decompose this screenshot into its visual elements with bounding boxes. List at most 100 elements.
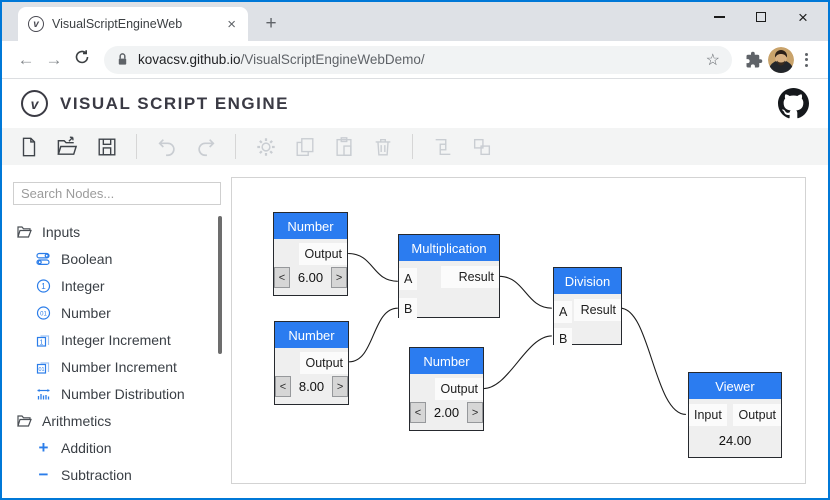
tree-item-label: Number Increment (61, 358, 177, 375)
tree-group-arithmetics[interactable]: Arithmetics (2, 407, 231, 434)
node-multiplication[interactable]: Multiplication A B Result (398, 234, 500, 320)
close-icon: × (798, 7, 808, 27)
node-title[interactable]: Division (554, 268, 621, 294)
tab-close-icon[interactable]: × (227, 15, 236, 33)
connection-wire (483, 335, 552, 390)
maximize-button[interactable] (740, 2, 782, 32)
window-controls: × (698, 2, 824, 32)
output-slot[interactable]: Result (441, 266, 499, 288)
tree-group-inputs[interactable]: Inputs (2, 218, 231, 245)
addition-icon: + (38, 438, 49, 457)
decrease-button[interactable]: < (275, 376, 291, 397)
node-viewer[interactable]: Viewer Input Output 24.00 (688, 372, 782, 458)
url-text: kovacsv.github.io/VisualScriptEngineWebD… (138, 52, 425, 67)
node-body: Output < 6.00 > (274, 239, 347, 295)
menu-kebab-icon[interactable] (794, 52, 818, 67)
output-slot[interactable]: Result (574, 299, 621, 321)
node-number-3[interactable]: Number Output < 2.00 > (409, 347, 484, 431)
tree-item-integer[interactable]: 1 Integer (2, 272, 231, 299)
new-file-icon (22, 137, 35, 156)
tree-item-addition[interactable]: + Addition (2, 434, 231, 461)
undo-button[interactable] (154, 134, 179, 159)
redo-icon (197, 138, 215, 156)
number-icon: 01 (36, 305, 51, 320)
tree-item-label: Addition (61, 439, 112, 456)
url-input[interactable]: kovacsv.github.io/VisualScriptEngineWebD… (104, 45, 732, 74)
output-slot[interactable]: Output (299, 243, 347, 265)
forward-button[interactable]: → (45, 49, 63, 69)
save-file-button[interactable] (94, 134, 119, 159)
tree-item-label: Integer Increment (61, 331, 171, 348)
connection-wire (348, 252, 398, 282)
node-title[interactable]: Number (410, 348, 483, 374)
node-number-1[interactable]: Number Output < 6.00 > (273, 212, 348, 296)
close-button[interactable]: × (782, 2, 824, 32)
input-slot-b[interactable]: B (399, 298, 418, 320)
reload-icon (75, 50, 89, 64)
decrease-button[interactable]: < (274, 267, 290, 288)
input-slot-a[interactable]: A (399, 268, 418, 290)
output-slot[interactable]: Output (733, 404, 781, 426)
copy-button[interactable] (292, 134, 317, 159)
minimize-button[interactable] (698, 2, 740, 32)
save-file-icon (98, 138, 115, 155)
trash-icon (375, 138, 390, 155)
input-slot[interactable]: Input (689, 404, 727, 426)
output-slot[interactable]: Output (300, 352, 348, 374)
node-title[interactable]: Multiplication (399, 235, 499, 261)
tab-favicon-icon: v (28, 16, 44, 32)
tree-item-number-distribution[interactable]: Number Distribution (2, 380, 231, 407)
tree-item-label: Subtraction (61, 466, 132, 483)
tree-item-integer-increment[interactable]: 1 Integer Increment (2, 326, 231, 353)
node-title[interactable]: Number (275, 322, 348, 348)
paste-button[interactable] (331, 134, 356, 159)
github-icon (778, 88, 809, 119)
input-slot-b[interactable]: B (554, 328, 573, 350)
tree-item-label: Number (61, 304, 111, 321)
group-button[interactable] (430, 134, 455, 159)
node-editor-canvas[interactable]: Number Output < 6.00 > Number Output < (231, 177, 806, 484)
new-tab-button[interactable]: + (265, 13, 277, 34)
input-slot-a[interactable]: A (554, 301, 573, 323)
redo-button[interactable] (193, 134, 218, 159)
tree-item-number-increment[interactable]: 01 Number Increment (2, 353, 231, 380)
toolbar-separator (136, 134, 137, 159)
open-file-button[interactable] (55, 134, 80, 159)
copy-icon (296, 137, 313, 156)
tree-group-label: Arithmetics (42, 412, 112, 429)
ungroup-button[interactable] (469, 134, 494, 159)
tree-item-label: Integer (61, 277, 105, 294)
tree-item-number[interactable]: 01 Number (2, 299, 231, 326)
extensions-puzzle-icon[interactable] (740, 51, 768, 69)
settings-button[interactable] (253, 134, 278, 159)
tree-group-label: Inputs (42, 223, 81, 240)
titlebar: v VisualScriptEngineWeb × + × (2, 2, 828, 41)
profile-avatar[interactable] (768, 46, 794, 73)
node-title[interactable]: Number (274, 213, 347, 239)
increase-button[interactable]: > (332, 376, 348, 397)
node-value: 8.00 (298, 379, 325, 394)
github-link[interactable] (778, 88, 809, 119)
bookmark-star-icon[interactable]: ☆ (705, 51, 720, 69)
tree-item-subtraction[interactable]: − Subtraction (2, 461, 231, 488)
node-title[interactable]: Viewer (689, 373, 781, 399)
search-input[interactable] (13, 182, 221, 205)
node-number-2[interactable]: Number Output < 8.00 > (274, 321, 349, 405)
decrease-button[interactable]: < (410, 402, 426, 423)
delete-button[interactable] (370, 134, 395, 159)
node-division[interactable]: Division A B Result (553, 267, 622, 350)
connection-wire (499, 275, 552, 309)
tree-item-boolean[interactable]: Boolean (2, 245, 231, 272)
output-slot[interactable]: Output (435, 378, 483, 400)
toolbar-separator (235, 134, 236, 159)
increase-button[interactable]: > (331, 267, 347, 288)
sidebar-scrollbar[interactable] (218, 216, 222, 354)
back-button[interactable]: ← (17, 49, 35, 69)
increase-button[interactable]: > (467, 402, 483, 423)
node-body: Output < 8.00 > (275, 348, 348, 404)
svg-text:1: 1 (41, 282, 46, 291)
lock-icon (118, 53, 127, 65)
reload-button[interactable] (68, 49, 96, 70)
new-file-button[interactable] (16, 134, 41, 159)
browser-tab[interactable]: v VisualScriptEngineWeb × (18, 7, 248, 41)
